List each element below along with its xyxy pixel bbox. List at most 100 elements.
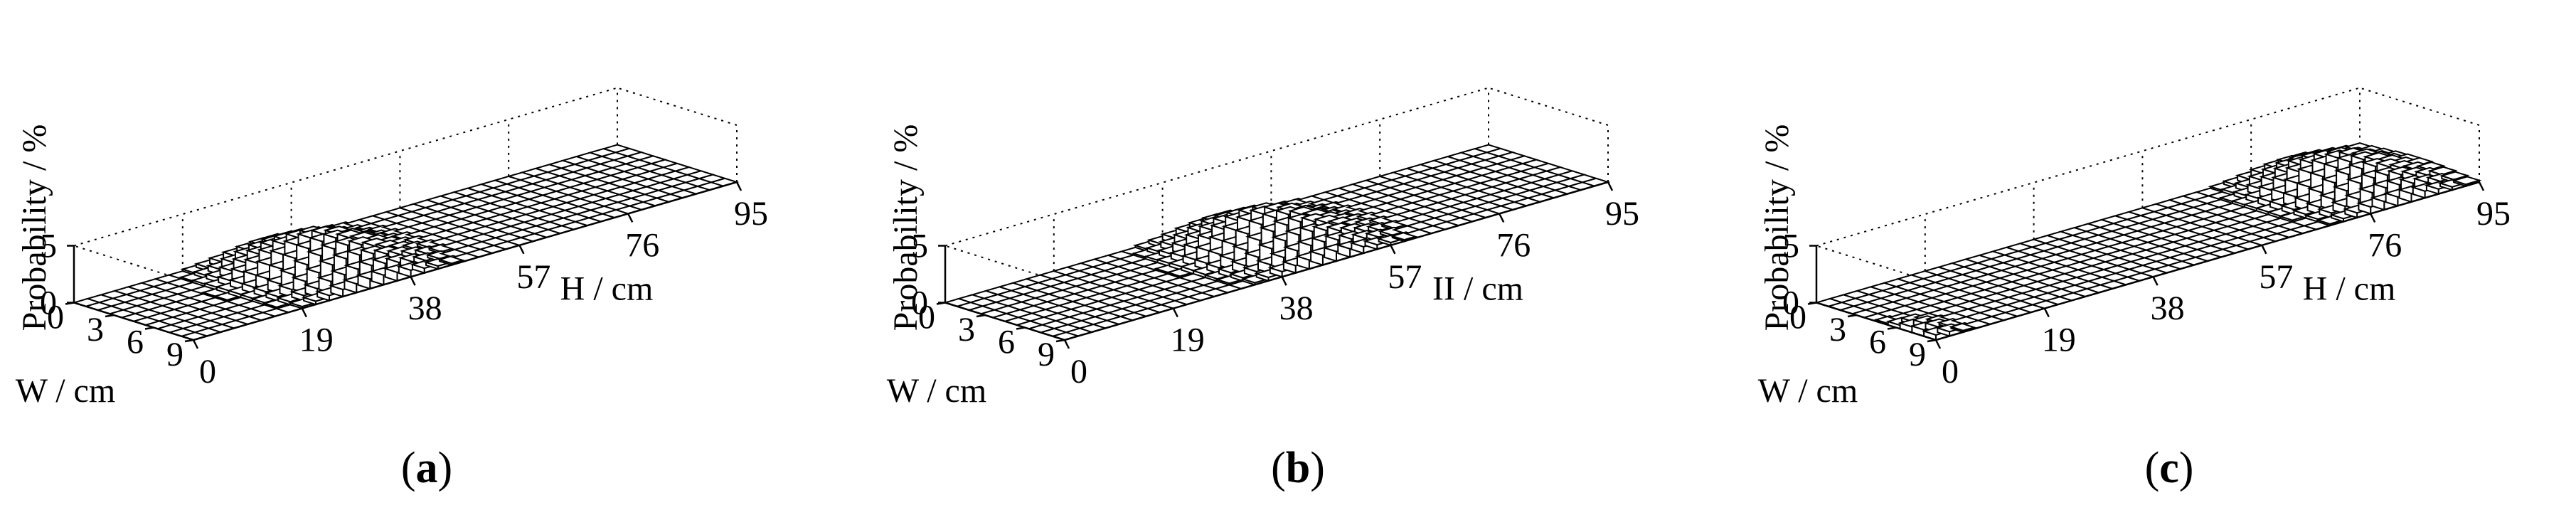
w-tick-label: 6: [998, 324, 1015, 361]
h-tick: [301, 308, 307, 318]
w-tick-label: 0: [918, 299, 935, 336]
w-tick: [144, 326, 154, 330]
w-tick: [1847, 314, 1857, 318]
w-axis-title: W / cm: [16, 372, 115, 410]
h-tick: [2478, 181, 2485, 191]
h-tick-label: 57: [2259, 258, 2293, 296]
h-tick: [1390, 245, 1396, 255]
z-axis-title: Probability / %: [16, 124, 53, 331]
panel-label-close: ): [438, 444, 453, 492]
h-tick-label: 38: [408, 289, 442, 327]
z-axis-title: Probability / %: [887, 124, 925, 331]
w-tick-label: 0: [47, 299, 64, 336]
h-tick: [1063, 339, 1070, 349]
w-tick-label: 6: [1869, 324, 1886, 361]
box-edge: [617, 87, 738, 126]
panel-label: (a): [401, 444, 452, 492]
z-tick-label: 5: [911, 228, 928, 265]
panel-label-open: (: [1271, 444, 1286, 492]
w-tick-label: 9: [1909, 336, 1926, 373]
box-edge: [1488, 87, 1609, 126]
h-tick: [2261, 245, 2267, 255]
h-axis-title: H / cm: [2303, 270, 2396, 308]
w-tick: [1016, 326, 1026, 330]
w-tick-label: 3: [1829, 311, 1846, 349]
z-tick-label: 5: [40, 228, 57, 265]
panel-label-open: (: [401, 444, 416, 492]
z-axis-title: Probability / %: [1758, 124, 1796, 331]
h-tick-label: 0: [199, 353, 216, 390]
h-tick: [1281, 276, 1287, 286]
w-tick-label: 9: [166, 336, 183, 373]
h-tick-label: 19: [2042, 321, 2076, 359]
box-edge: [1816, 87, 2361, 247]
w-tick: [184, 339, 194, 343]
h-tick: [2370, 213, 2376, 223]
panel-label-open: (: [2145, 444, 2160, 492]
bar-surface: [942, 144, 1611, 341]
panel-label-close: ): [2179, 444, 2194, 492]
h-tick-label: 95: [734, 195, 768, 233]
h-axis-line: [1064, 181, 1609, 341]
bar-top-face: [2415, 161, 2447, 171]
bar-surface: [1814, 142, 2482, 341]
w-tick: [1887, 326, 1897, 330]
box-edge: [73, 87, 618, 247]
h-tick: [1499, 213, 1505, 223]
panel-label: (b): [1271, 444, 1325, 492]
h-tick-label: 38: [2151, 289, 2185, 327]
h-axis-title: H / cm: [560, 270, 654, 308]
panel-label-letter: c: [2159, 444, 2179, 492]
h-tick-label: 57: [516, 258, 550, 296]
w-tick: [1055, 339, 1065, 343]
h-tick: [2043, 308, 2050, 318]
z-tick-label: 0: [911, 285, 928, 322]
h-tick: [1607, 181, 1614, 191]
h-tick: [518, 245, 525, 255]
h-tick-label: 19: [1171, 321, 1205, 359]
h-tick-label: 76: [625, 226, 659, 264]
w-axis-line: [73, 302, 194, 341]
panel-label: (c): [2145, 444, 2194, 492]
h-tick-label: 19: [299, 321, 334, 359]
w-tick: [976, 314, 986, 318]
h-tick: [2152, 276, 2159, 286]
panel-label-letter: b: [1286, 444, 1310, 492]
h-axis-line: [193, 181, 738, 341]
w-axis-line: [944, 302, 1065, 341]
h-tick-label: 38: [1279, 289, 1314, 327]
w-tick-label: 3: [87, 311, 104, 349]
h-tick-label: 0: [1942, 353, 1959, 390]
z-tick-label: 0: [40, 285, 57, 322]
h-tick: [735, 181, 743, 191]
h-tick-label: 76: [2368, 226, 2402, 264]
box-edge: [944, 87, 1489, 247]
box-edge: [2359, 87, 2480, 126]
panel-label-letter: a: [416, 444, 438, 492]
h-tick-label: 95: [1605, 195, 1639, 233]
bar: [383, 264, 414, 282]
h-tick: [192, 339, 199, 349]
h-tick-label: 57: [1388, 258, 1422, 296]
w-tick-label: 6: [127, 324, 144, 361]
h-tick-label: 76: [1496, 226, 1531, 264]
h-tick: [1934, 339, 1942, 349]
w-tick-label: 9: [1038, 336, 1055, 373]
h-tick-label: 95: [2476, 195, 2511, 233]
w-tick: [1927, 339, 1937, 343]
h-tick: [410, 276, 416, 286]
w-axis-title: W / cm: [887, 372, 986, 410]
h-tick: [1172, 308, 1178, 318]
h-axis-title: II / cm: [1432, 270, 1523, 308]
h-tick-label: 0: [1070, 353, 1087, 390]
w-tick-label: 3: [958, 311, 975, 349]
w-tick: [105, 314, 115, 318]
panel-label-close: ): [1310, 444, 1325, 492]
h-tick: [627, 213, 634, 223]
